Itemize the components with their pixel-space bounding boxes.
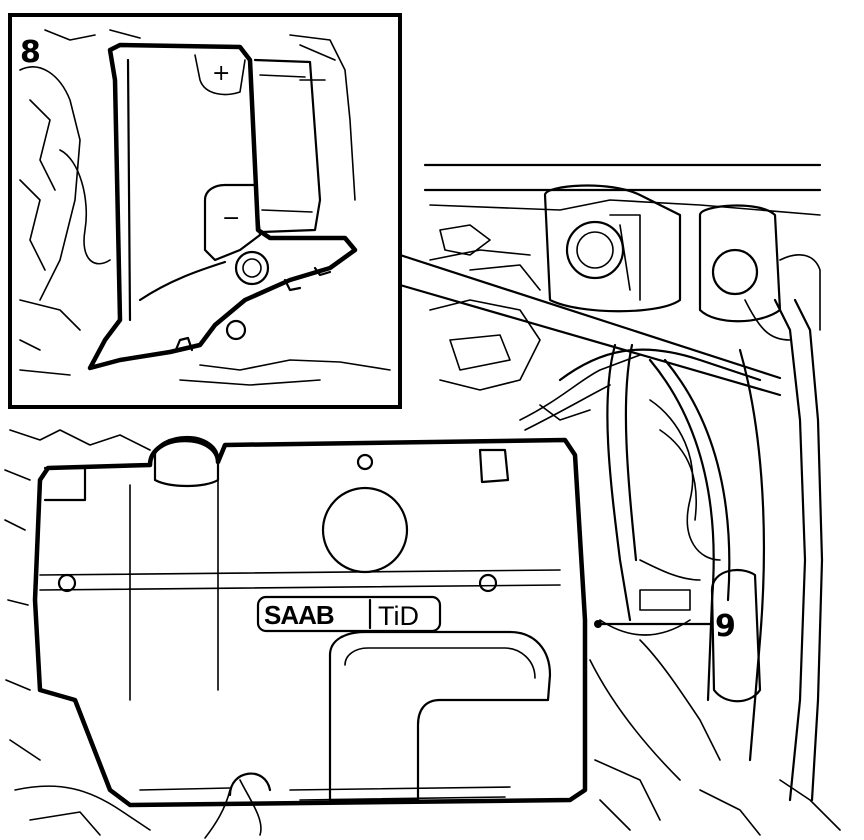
callout-9-label: 9 <box>715 609 736 644</box>
brand-text: SAAB <box>264 600 334 630</box>
detail-leader-lines <box>398 253 782 397</box>
brand-badge <box>256 595 442 633</box>
callout-9: 9 <box>594 609 736 644</box>
engine-bay-background <box>4 163 841 839</box>
detail-inset: + − 8 <box>8 13 402 409</box>
positive-symbol: + <box>212 61 230 86</box>
engine-cover: SAAB TiD <box>32 435 588 808</box>
model-text: TiD <box>378 601 419 631</box>
negative-symbol: − <box>222 206 240 231</box>
callout-8-label: 8 <box>20 35 41 70</box>
